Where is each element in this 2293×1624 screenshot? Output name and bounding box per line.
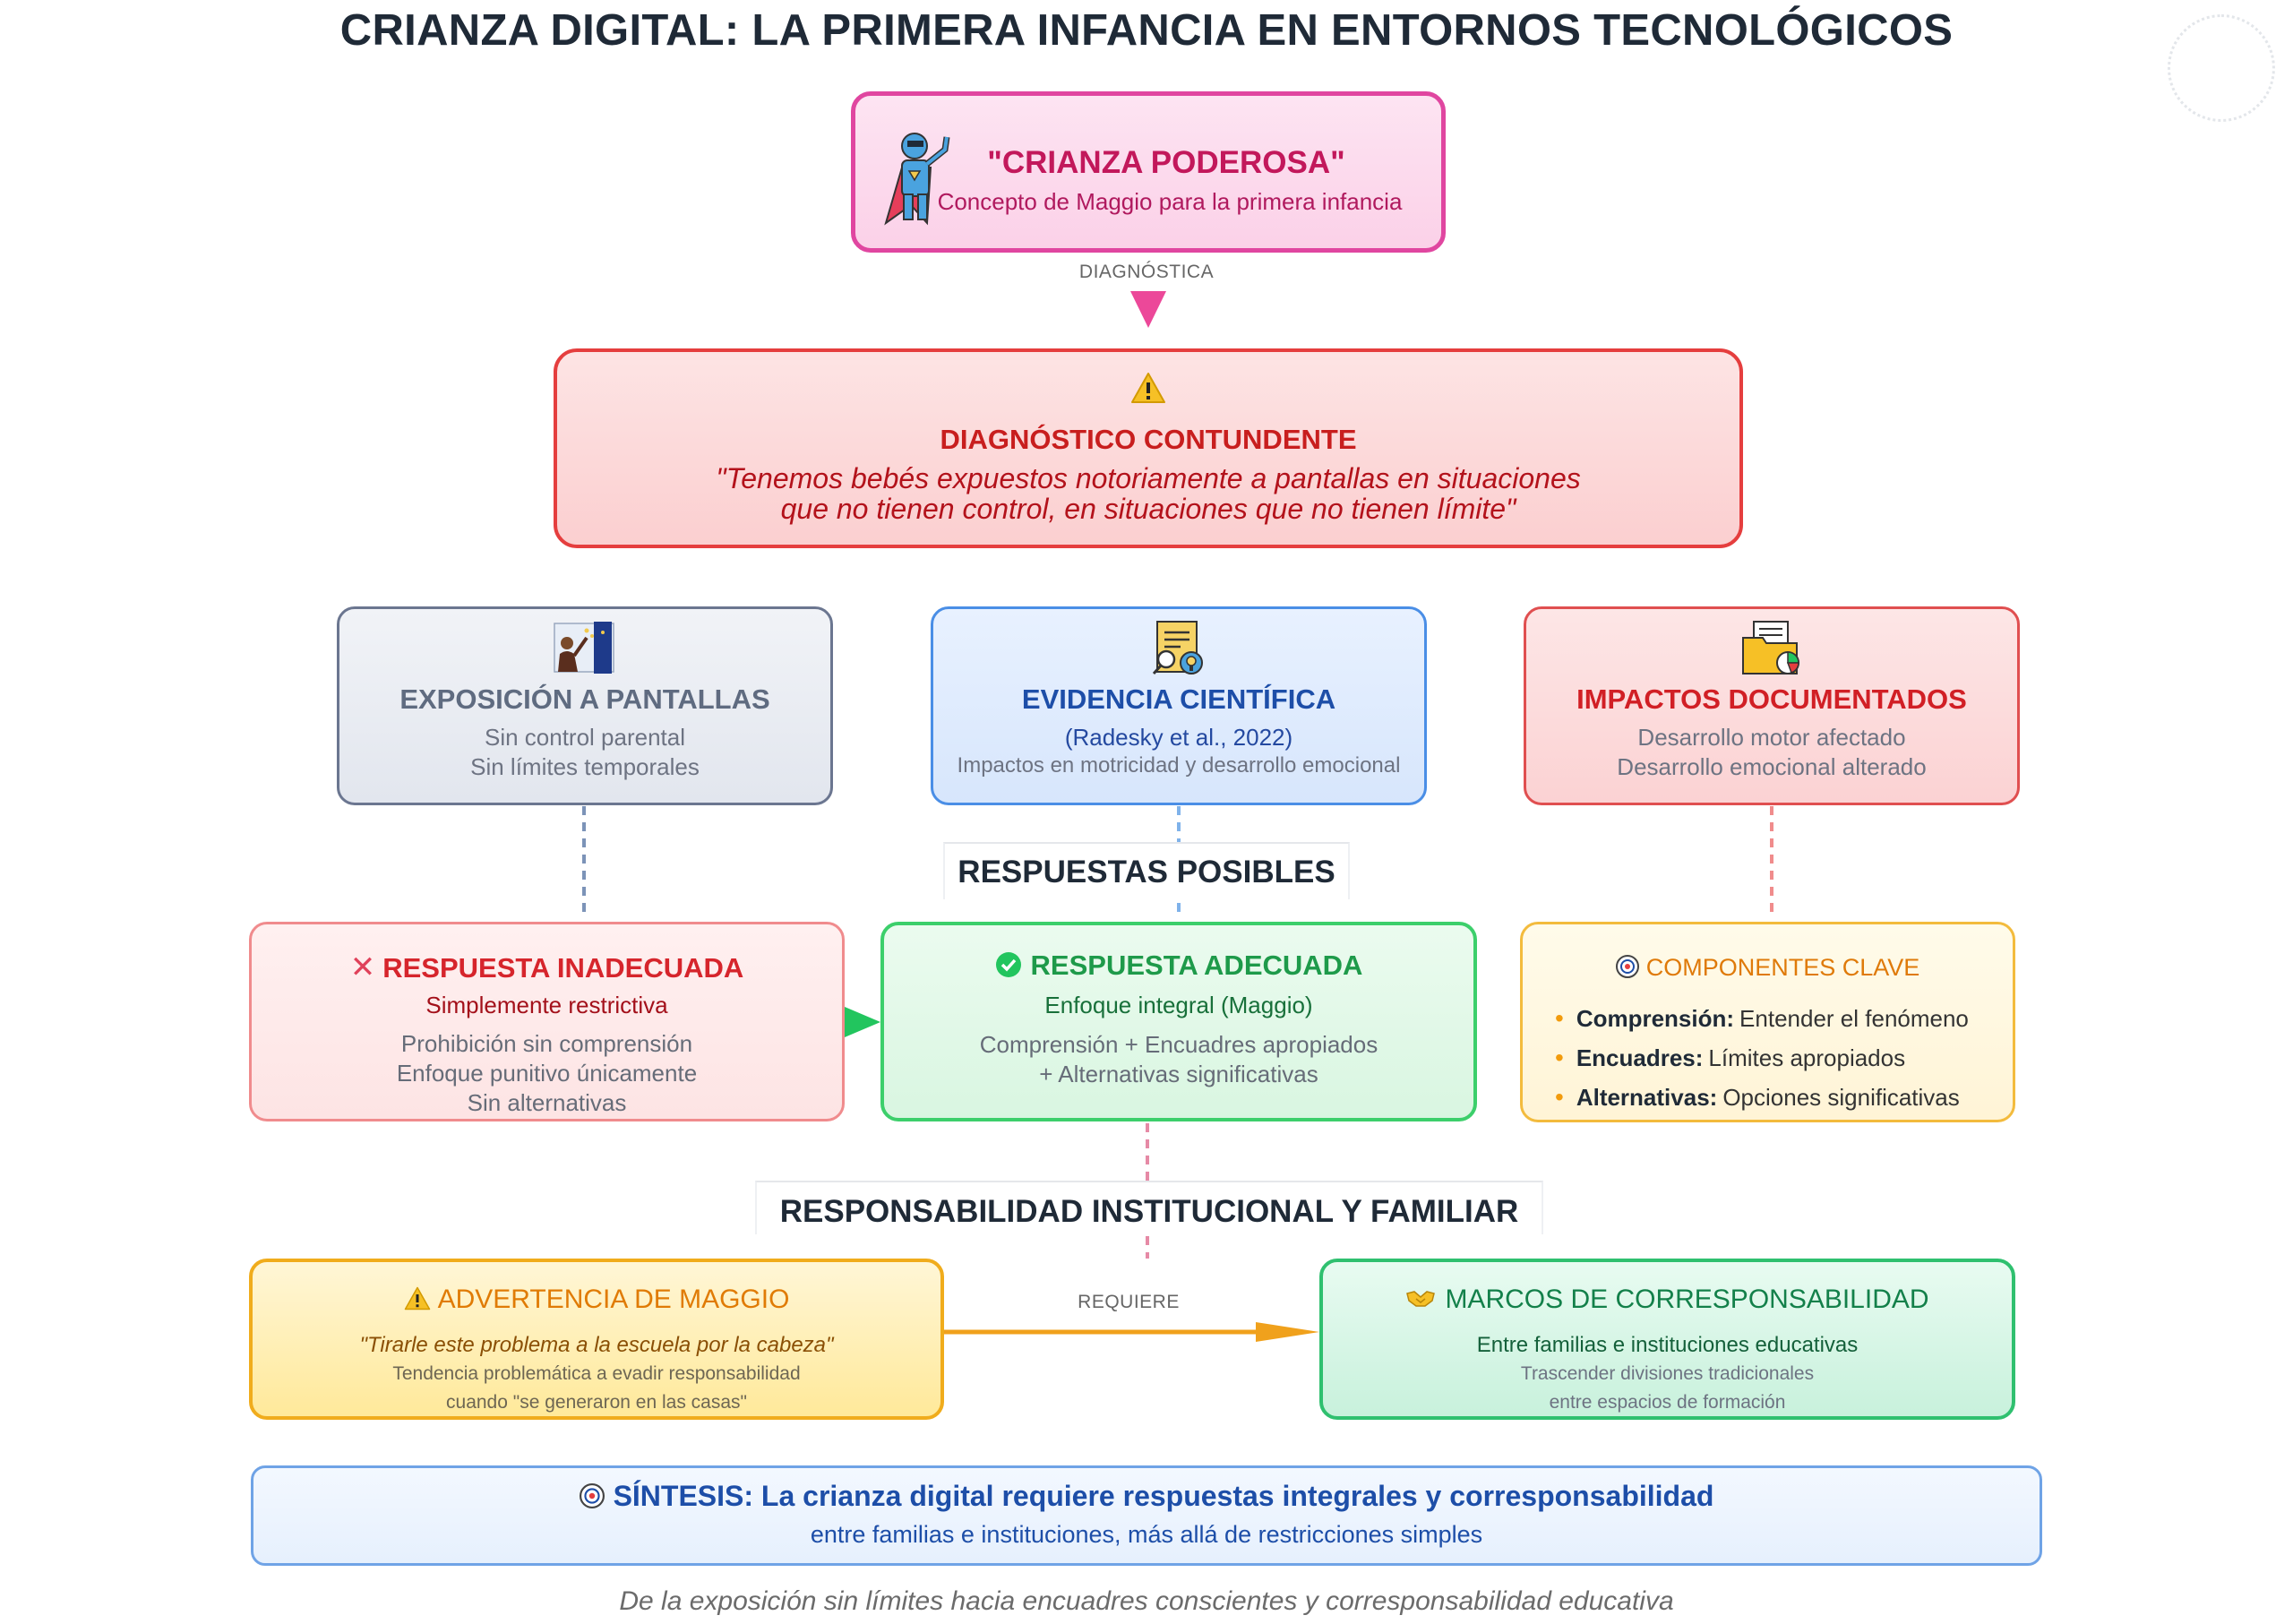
respuesta-inadecuada-lines: Prohibición sin comprensión Enfoque puni… <box>252 1029 842 1118</box>
componentes-clave-box: COMPONENTES CLAVE •Comprensión:Entender … <box>1520 922 2015 1122</box>
marcos-heading-row: MARCOS DE CORRESPONSABILIDAD <box>1323 1285 2012 1317</box>
respuesta-adecuada-heading-row: RESPUESTA ADECUADA <box>884 949 1473 985</box>
list-item: Enfoque punitivo únicamente <box>396 1060 698 1087</box>
card-impactos-line1: Desarrollo motor afectado <box>1637 724 1906 751</box>
sintesis-heading: SÍNTESIS: La crianza digital requiere re… <box>613 1480 1714 1512</box>
watermark-logo <box>2168 14 2275 122</box>
respuesta-inadecuada-heading: RESPUESTA INADECUADA <box>382 952 744 984</box>
diagnostico-heading: DIAGNÓSTICO CONTUNDENTE <box>940 424 1357 455</box>
respuesta-adecuada-lines: Comprensión + Encuadres apropiados + Alt… <box>884 1030 1473 1089</box>
respuesta-inadecuada-subtitle: Simplemente restrictiva <box>425 992 668 1018</box>
footer-caption: De la exposición sin límites hacia encua… <box>619 1586 1674 1616</box>
advertencia-heading-row: ADVERTENCIA DE MAGGIO <box>253 1285 940 1318</box>
componente-desc: Entender el fenómeno <box>1739 1005 1969 1032</box>
sintesis-heading-row: SÍNTESIS: La crianza digital requiere re… <box>253 1480 2040 1516</box>
concept-heading: "CRIANZA PODEROSA" <box>987 145 1345 180</box>
list-item: •Alternativas:Opciones significativas <box>1555 1083 1960 1111</box>
respuesta-inadecuada-heading-row: ✕RESPUESTA INADECUADA <box>252 949 842 985</box>
edge-label-requiere: REQUIERE <box>1078 1292 1180 1312</box>
marcos-line1: Trascender divisiones tradicionales <box>1520 1363 1815 1384</box>
concept-subtitle: Concepto de Maggio para la primera infan… <box>937 188 1403 215</box>
card-evidencia-line2: Impactos en motricidad y desarrollo emoc… <box>957 753 1401 778</box>
componente-term: Comprensión: <box>1576 1005 1735 1032</box>
cross-icon: ✕ <box>349 950 376 984</box>
presentation-screen-icon <box>339 618 830 681</box>
handshake-icon <box>1405 1286 1436 1317</box>
card-evidencia-heading: EVIDENCIA CIENTÍFICA <box>1021 683 1336 715</box>
card-impactos-line2: Desarrollo emocional alterado <box>1617 753 1927 780</box>
list-item: Sin alternativas <box>467 1089 627 1116</box>
arrow-diagnostica <box>1130 291 1166 328</box>
superhero-icon <box>875 123 952 226</box>
card-exposicion-line1: Sin control parental <box>484 724 686 751</box>
diagnostico-quote-line1: "Tenemos bebés expuestos notoriamente a … <box>716 462 1581 494</box>
sintesis-box: SÍNTESIS: La crianza digital requiere re… <box>251 1465 2042 1566</box>
card-impactos-heading: IMPACTOS DOCUMENTADOS <box>1576 683 1967 715</box>
list-item: •Comprensión:Entender el fenómeno <box>1555 1004 1969 1032</box>
advertencia-box: ADVERTENCIA DE MAGGIO "Tirarle este prob… <box>249 1259 944 1420</box>
warning-icon <box>404 1286 431 1318</box>
check-circle-icon <box>995 951 1022 985</box>
respuesta-adecuada-subtitle: Enfoque integral (Maggio) <box>1044 992 1313 1018</box>
marcos-heading: MARCOS DE CORRESPONSABILIDAD <box>1445 1285 1929 1314</box>
componentes-list: •Comprensión:Entender el fenómeno •Encua… <box>1555 999 1969 1117</box>
advertencia-line1: Tendencia problemática a evadir responsa… <box>392 1363 801 1384</box>
list-item: + Alternativas significativas <box>1039 1061 1318 1087</box>
diagnostico-box: DIAGNÓSTICO CONTUNDENTE "Tenemos bebés e… <box>554 348 1743 548</box>
list-item: Prohibición sin comprensión <box>400 1030 693 1057</box>
advertencia-quote: "Tirarle este problema a la escuela por … <box>359 1333 834 1357</box>
target-icon <box>1615 955 1639 984</box>
concept-box: "CRIANZA PODEROSA" Concepto de Maggio pa… <box>851 91 1446 253</box>
diagnostico-quote: "Tenemos bebés expuestos notoriamente a … <box>557 462 1739 526</box>
diagnostico-quote-line2: que no tienen control, en situaciones qu… <box>780 493 1516 526</box>
warning-icon <box>557 372 1739 412</box>
card-evidencia: EVIDENCIA CIENTÍFICA (Radesky et al., 20… <box>931 606 1427 805</box>
componentes-heading-row: COMPONENTES CLAVE <box>1523 954 2013 984</box>
sintesis-subtitle: entre familias e instituciones, más allá… <box>810 1521 1483 1548</box>
marcos-line2: entre espacios de formación <box>1549 1392 1786 1413</box>
respuesta-adecuada-heading: RESPUESTA ADECUADA <box>1030 949 1363 981</box>
page-title: CRIANZA DIGITAL: LA PRIMERA INFANCIA EN … <box>339 6 1954 55</box>
marcos-box: MARCOS DE CORRESPONSABILIDAD Entre famil… <box>1319 1259 2015 1420</box>
edge-label-diagnostica: DIAGNÓSTICA <box>1078 262 1215 282</box>
research-document-icon <box>933 618 1424 681</box>
card-evidencia-line1: (Radesky et al., 2022) <box>1064 724 1293 751</box>
section-label-responsabilidad: RESPONSABILIDAD INSTITUCIONAL Y FAMILIAR <box>755 1181 1543 1234</box>
componente-term: Encuadres: <box>1576 1044 1704 1071</box>
arrow-inadecuada-adecuada <box>845 1007 880 1037</box>
section-label-respuestas: RESPUESTAS POSIBLES <box>943 842 1350 899</box>
card-exposicion: EXPOSICIÓN A PANTALLAS Sin control paren… <box>337 606 833 805</box>
card-impactos: IMPACTOS DOCUMENTADOS Desarrollo motor a… <box>1524 606 2020 805</box>
arrow-requiere-head <box>1256 1322 1319 1342</box>
componente-desc: Límites apropiados <box>1708 1044 1906 1071</box>
folder-chart-icon <box>1526 618 2017 681</box>
target-icon <box>579 1482 605 1516</box>
componente-desc: Opciones significativas <box>1722 1084 1960 1111</box>
card-exposicion-line2: Sin límites temporales <box>470 753 700 780</box>
list-item: Comprensión + Encuadres apropiados <box>979 1031 1378 1058</box>
marcos-line0: Entre familias e instituciones educativa… <box>1476 1333 1859 1357</box>
componentes-heading: COMPONENTES CLAVE <box>1645 954 1920 981</box>
list-item: •Encuadres:Límites apropiados <box>1555 1044 1906 1071</box>
advertencia-line2: cuando "se generaron en las casas" <box>446 1392 747 1413</box>
respuesta-adecuada-box: RESPUESTA ADECUADA Enfoque integral (Mag… <box>880 922 1477 1121</box>
componente-term: Alternativas: <box>1576 1084 1718 1111</box>
respuesta-inadecuada-box: ✕RESPUESTA INADECUADA Simplemente restri… <box>249 922 845 1121</box>
advertencia-heading: ADVERTENCIA DE MAGGIO <box>437 1285 790 1314</box>
card-exposicion-heading: EXPOSICIÓN A PANTALLAS <box>399 683 770 715</box>
